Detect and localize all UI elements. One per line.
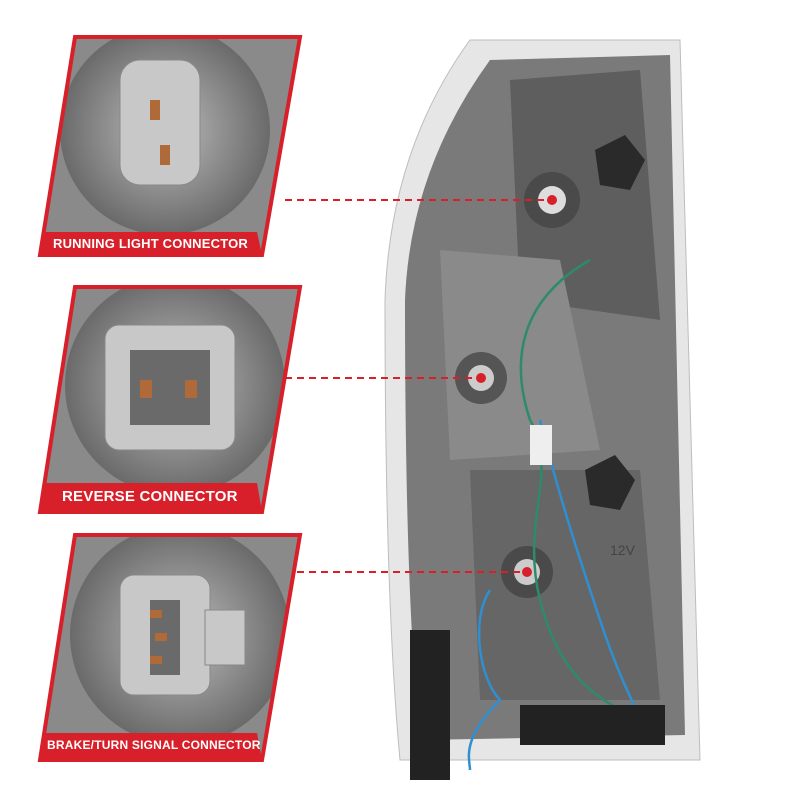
callout-panel-reverse (37, 285, 303, 514)
callout-dots (476, 195, 557, 577)
reverse-connector-label: REVERSE CONNECTOR (62, 488, 238, 505)
brake-turn-signal-connector-label: BRAKE/TURN SIGNAL CONNECTOR (47, 738, 261, 752)
callout-panel-brake-turn (37, 533, 303, 762)
voltage-marking: 12V (610, 542, 636, 558)
tail-light: 12V (384, 39, 701, 780)
callout-panel-running-light (37, 35, 303, 257)
callout-lines (285, 199, 552, 573)
running-light-connector-label: RUNNING LIGHT CONNECTOR (53, 236, 249, 251)
